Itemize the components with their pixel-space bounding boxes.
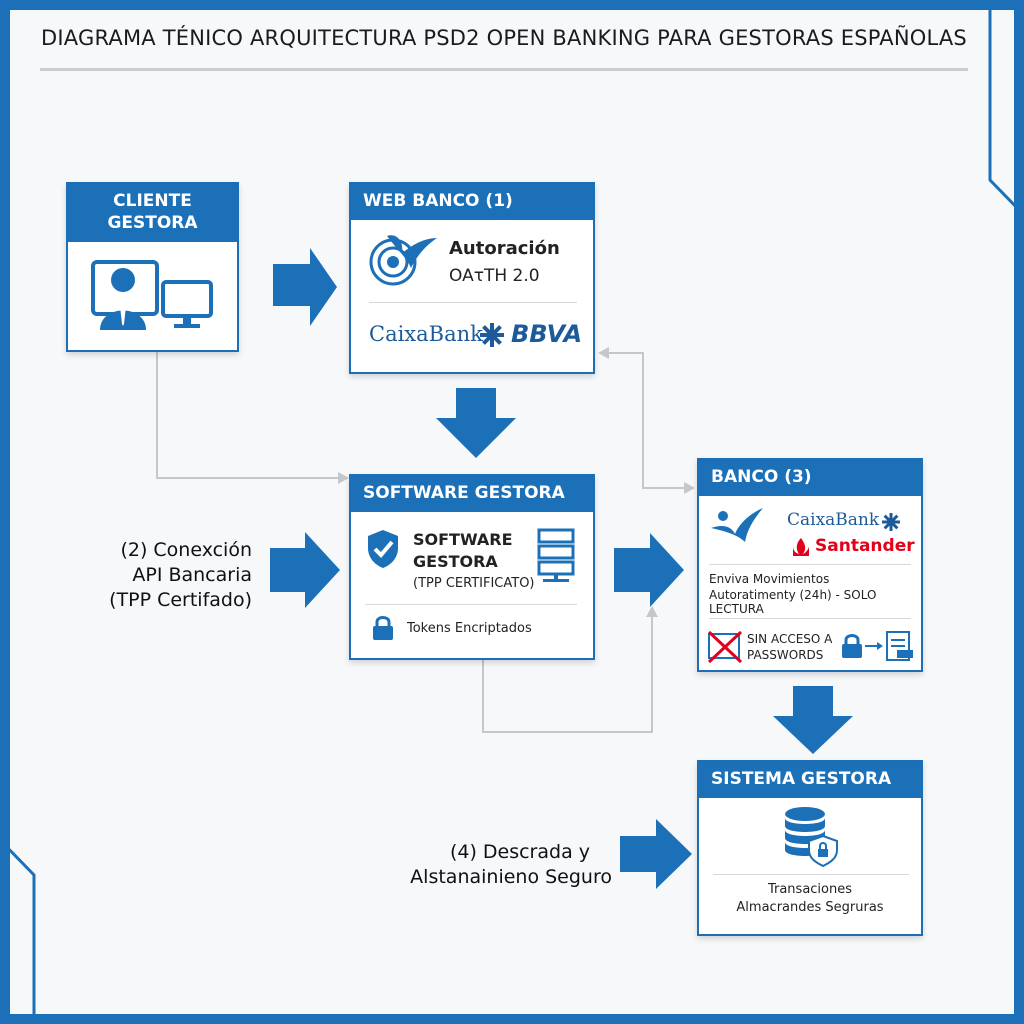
arrow-webbanco-to-software — [436, 388, 516, 458]
database-shield-icon — [785, 807, 838, 868]
descarga-line2: Alstanainieno Seguro — [410, 866, 612, 888]
software-inner-line1: SOFTWARE — [413, 530, 513, 549]
software-inner-sub: (TPP CERTIFICATO) — [413, 576, 535, 591]
target-icon — [369, 235, 437, 286]
user-avatar-icon — [91, 260, 159, 330]
cliente-header-line1: CLIENTE — [113, 191, 192, 211]
santander-flame-icon — [793, 538, 809, 556]
monitor-icon — [161, 280, 213, 328]
banco-caixabank-text: CaixaBank — [787, 510, 880, 530]
conexion-line2: API Bancaria — [132, 564, 252, 586]
connector-banco-webbanco — [607, 352, 692, 489]
caixabank-logo-text: CaixaBank — [369, 322, 483, 346]
lock-icon — [373, 616, 393, 640]
no-access-line1: SIN ACCESO A — [747, 632, 833, 646]
descarga-line1: (4) Descrada y — [449, 841, 590, 863]
cliente-gestora-header: CLIENTE GESTORA — [68, 184, 237, 242]
software-gestora-box: SOFTWARE GESTORA SOFTWARE GESTORA (TPP C… — [349, 474, 595, 660]
conexion-line1: (2) Conexción — [120, 539, 252, 561]
cliente-illustration — [91, 260, 213, 330]
sistema-desc-line2: Almacrandes Segruras — [736, 900, 884, 915]
banco-box: BANCO (3) CaixaBank Santander Enviva Mov… — [697, 458, 923, 672]
banco-divider-1 — [709, 564, 911, 565]
no-password-icon — [707, 630, 743, 664]
sistema-gestora-header: SISTEMA GESTORA — [699, 762, 921, 798]
banco-divider-2 — [709, 618, 911, 619]
conexion-line3: (TPP Certifado) — [109, 589, 252, 611]
arrow-software-to-banco — [614, 533, 684, 607]
title-divider — [40, 68, 968, 71]
sistema-desc-line1: Transaciones — [767, 882, 853, 897]
page-title: DIAGRAMA TÉNICO ARQUITECTURA PSD2 OPEN B… — [41, 26, 967, 50]
banco-header: BANCO (3) — [699, 460, 921, 496]
connector-software-banco-loop — [482, 615, 653, 733]
arrow-banco-to-sistema — [773, 686, 853, 754]
arrow-descarga-to-sistema — [620, 819, 692, 889]
arrow-cliente-to-webbanco — [273, 248, 337, 326]
cliente-header-line2: GESTORA — [107, 213, 198, 233]
conexion-api-label: (2) Conexción API Bancaria (TPP Certifad… — [60, 538, 252, 613]
descarga-label: (4) Descrada y Alstanainieno Seguro — [380, 840, 612, 890]
bbva-logo-text: BBVA — [511, 320, 583, 348]
lock-icon — [842, 634, 862, 658]
web-banco-header: WEB BANCO (1) — [351, 184, 593, 220]
tokens-label: Tokens Encriptados — [407, 621, 532, 636]
software-inner-line2: GESTORA — [413, 552, 498, 571]
banco-santander-text: Santander — [815, 536, 915, 556]
banco-desc-line2: Autoratimenty (24h) - SOLO LECTURA — [709, 588, 877, 616]
bbva-star-icon — [480, 323, 504, 347]
sistema-divider — [713, 874, 909, 875]
auth-title: Autoración — [449, 238, 560, 259]
banco-desc-line1: Enviva Movimientos — [709, 572, 830, 586]
cliente-gestora-box: CLIENTE GESTORA — [66, 182, 239, 352]
bbva-star-icon — [882, 513, 900, 531]
caixabank-star-icon — [387, 235, 437, 268]
caixabank-star-icon — [711, 508, 763, 542]
shield-check-icon — [368, 530, 398, 568]
server-icon — [537, 528, 575, 582]
web-banco-box: WEB BANCO (1) Autoración OAτTH 2.0 Caixa… — [349, 182, 595, 374]
auth-subtitle: OAτTH 2.0 — [449, 266, 540, 286]
software-divider — [365, 604, 577, 605]
software-gestora-header: SOFTWARE GESTORA — [351, 476, 593, 512]
connector-cliente-software — [156, 352, 338, 479]
sistema-gestora-box: SISTEMA GESTORA Transaciones Almacrandes… — [697, 760, 923, 936]
document-transfer-icon — [865, 631, 913, 661]
web-banco-divider — [369, 302, 577, 303]
no-access-line2: PASSWORDS — [747, 648, 824, 662]
arrow-conexion-to-software — [270, 532, 340, 608]
